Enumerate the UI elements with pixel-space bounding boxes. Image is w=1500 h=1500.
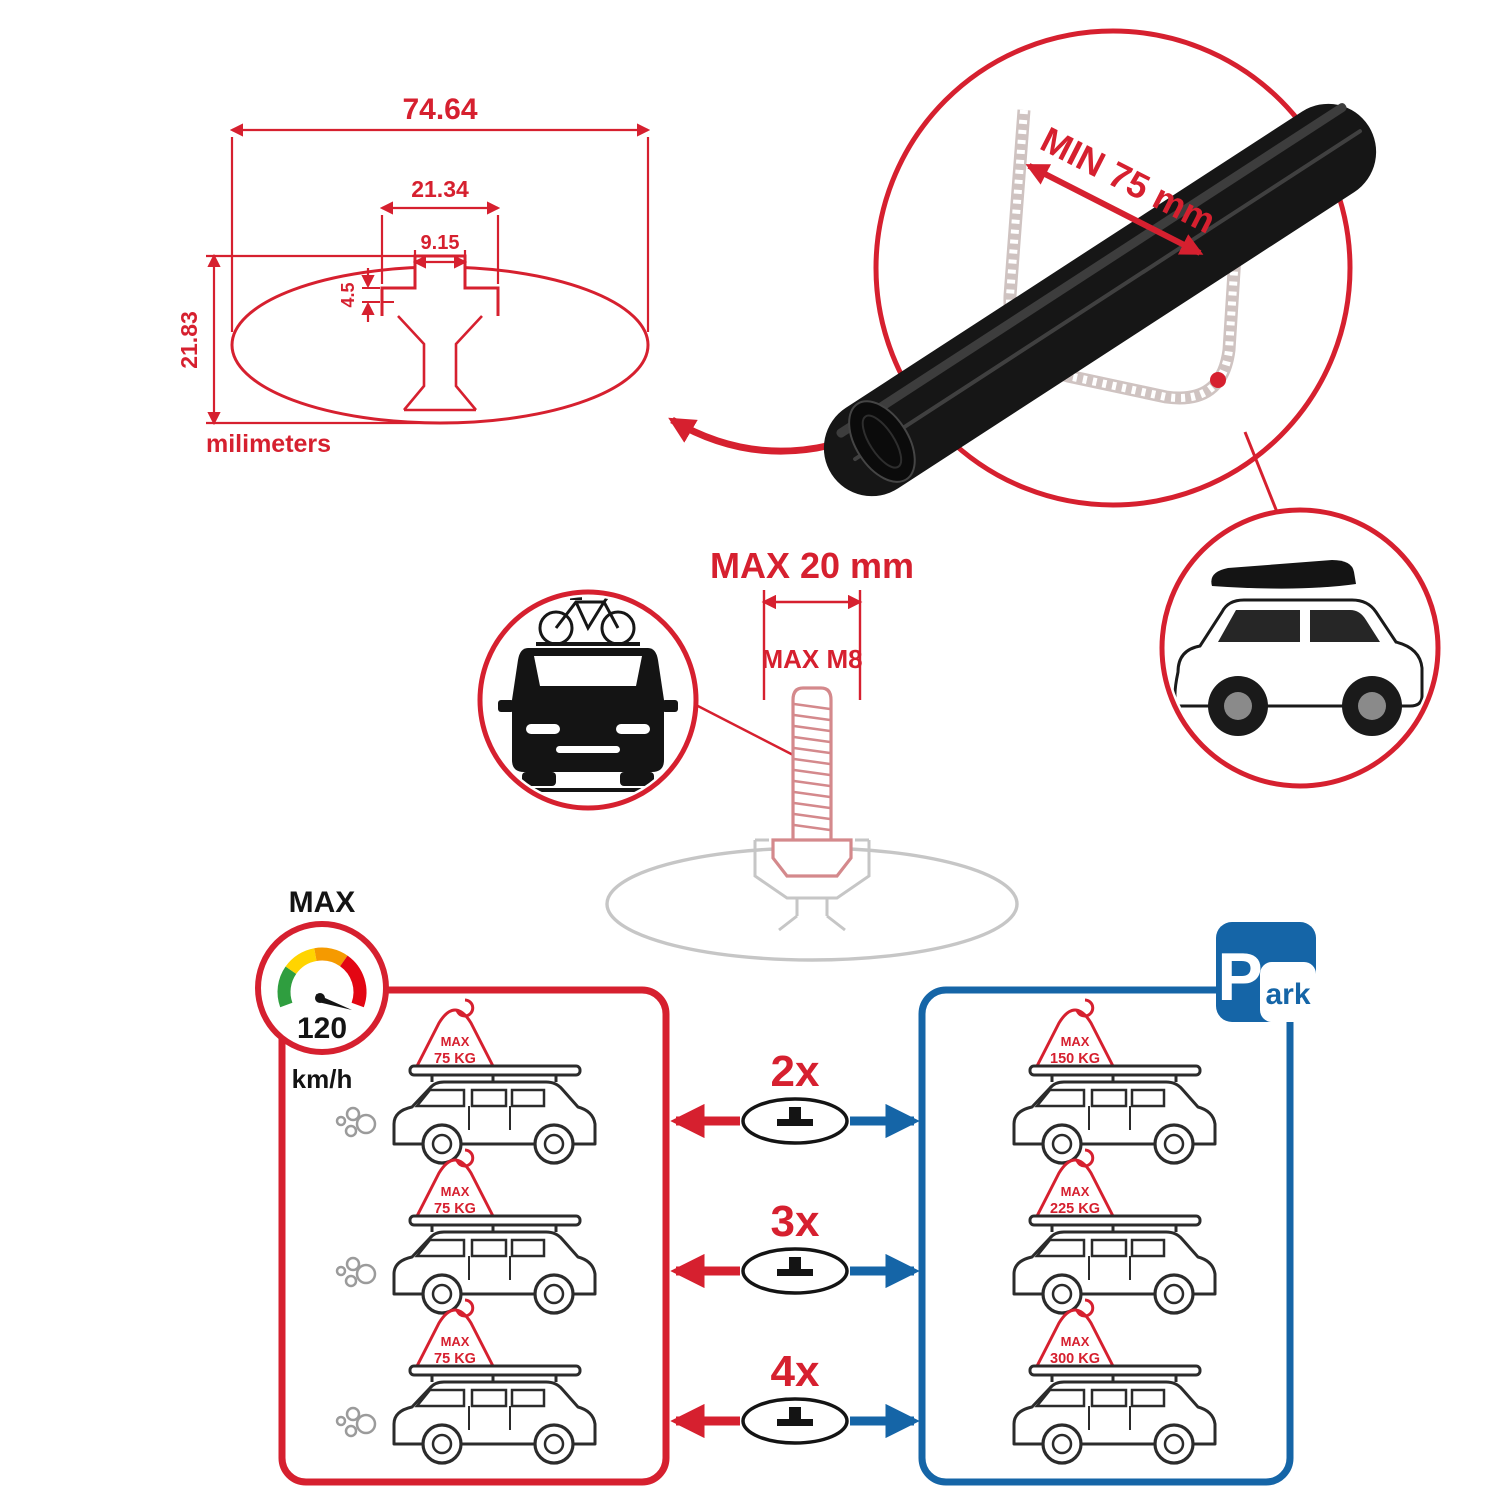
gauge-hub bbox=[315, 993, 325, 1003]
tire-left bbox=[522, 772, 556, 786]
suv-roofbox-illustration bbox=[1173, 560, 1424, 736]
park-panel: MAX 150 KG MAX 225 KG MAX 300 KG P ark bbox=[918, 922, 1316, 1486]
load-tag: MAX 225 KG bbox=[1033, 1148, 1117, 1222]
bolt-threads bbox=[793, 702, 831, 832]
park-suffix: ark bbox=[1265, 978, 1310, 1011]
park-sign-chip bbox=[1260, 962, 1316, 1022]
bolt-t-head bbox=[771, 838, 853, 878]
svg-text:150 KG: 150 KG bbox=[1050, 1051, 1100, 1067]
roof-box bbox=[1211, 560, 1356, 589]
svg-text:225 KG: 225 KG bbox=[1050, 1201, 1100, 1217]
load-tag: MAX 75 KG bbox=[413, 1148, 497, 1222]
speedometer-dial bbox=[255, 921, 389, 1055]
svg-text:MAX: MAX bbox=[1061, 1184, 1090, 1199]
multiplier-label: 4x bbox=[771, 1347, 820, 1396]
svg-text:MAX: MAX bbox=[441, 1034, 470, 1049]
leader-line bbox=[693, 702, 800, 760]
car-front-bike-circle bbox=[477, 589, 699, 811]
load-tag: MAX 75 KG bbox=[413, 998, 497, 1072]
min-span-arrow bbox=[1025, 163, 1204, 256]
max-width-label: MAX 20 mm bbox=[710, 545, 914, 586]
gauge-red bbox=[339, 955, 367, 1008]
speed-limit-panel: MAX 120 km/h MAX 75 KG MAX 75 KG MAX bbox=[255, 886, 670, 1486]
svg-text:75 KG: 75 KG bbox=[434, 1351, 476, 1367]
svg-text:75 KG: 75 KG bbox=[434, 1201, 476, 1217]
speed-max-label: MAX bbox=[289, 886, 356, 919]
svg-text:MAX: MAX bbox=[1061, 1034, 1090, 1049]
multiplier-row-2: 3x bbox=[670, 1197, 920, 1295]
driving-car-row-2: MAX 75 KG bbox=[335, 1148, 597, 1315]
svg-text:300 KG: 300 KG bbox=[1050, 1351, 1100, 1367]
park-letter: P bbox=[1217, 939, 1262, 1015]
ghost-slot-profile bbox=[753, 838, 871, 932]
crossbar-detail-circle: MIN 75 mm bbox=[823, 28, 1377, 513]
dim-channel-width: 21.34 bbox=[411, 176, 469, 202]
dim-total-width: 74.64 bbox=[402, 93, 477, 126]
crossbar-pictogram bbox=[741, 1247, 849, 1295]
headlight-right bbox=[616, 724, 650, 734]
roofbox-suv-circle bbox=[1159, 507, 1441, 789]
dim-slot-width: 9.15 bbox=[421, 232, 460, 254]
multiplier-label: 3x bbox=[771, 1197, 820, 1246]
parked-car-row-1: MAX 150 KG bbox=[1012, 998, 1217, 1165]
bolt-diagram: MAX 20 mm MAX M8 bbox=[605, 545, 1019, 962]
gauge-green bbox=[277, 966, 297, 1008]
units-label: milimeters bbox=[206, 430, 331, 458]
svg-text:MAX: MAX bbox=[441, 1184, 470, 1199]
multiplier-row-1: 2x bbox=[670, 1047, 920, 1145]
dim-total-height: 21.83 bbox=[176, 311, 202, 369]
anchor-dot bbox=[1210, 372, 1226, 388]
driving-car-row-1: MAX 75 KG bbox=[335, 998, 597, 1165]
svg-text:75 KG: 75 KG bbox=[434, 1051, 476, 1067]
load-tag: MAX 150 KG bbox=[1033, 998, 1117, 1072]
crossbar-pictogram bbox=[741, 1097, 849, 1145]
suv-window-rear bbox=[1310, 610, 1380, 642]
multiplier-column: 2x 3x 4x bbox=[670, 1047, 920, 1445]
parked-car-row-3: MAX 300 KG bbox=[1012, 1298, 1217, 1465]
dim-lip-height: 4.5 bbox=[338, 282, 358, 307]
svg-text:MAX: MAX bbox=[441, 1334, 470, 1349]
crossbar-pictogram bbox=[741, 1397, 849, 1445]
speed-unit: km/h bbox=[292, 1064, 353, 1094]
crossbar-3d bbox=[823, 103, 1377, 497]
speedometer: MAX 120 km/h bbox=[255, 886, 389, 1094]
park-sign: P ark bbox=[1216, 922, 1316, 1022]
multiplier-row-3: 4x bbox=[670, 1347, 920, 1445]
headlight-left bbox=[526, 724, 560, 734]
load-tag: MAX 300 KG bbox=[1033, 1298, 1117, 1372]
parked-car-row-2: MAX 225 KG bbox=[1012, 1148, 1217, 1315]
multiplier-label: 2x bbox=[771, 1047, 820, 1096]
speed-value: 120 bbox=[297, 1012, 347, 1045]
t-slot-mask bbox=[382, 256, 498, 316]
inner-adapter-profile bbox=[397, 315, 483, 412]
gauge-yellow bbox=[285, 948, 317, 975]
grille bbox=[556, 746, 620, 753]
mirror-left bbox=[498, 700, 514, 712]
svg-text:MAX: MAX bbox=[1061, 1334, 1090, 1349]
mirror-right bbox=[662, 700, 678, 712]
suv-window-front bbox=[1218, 610, 1300, 642]
load-tag: MAX 75 KG bbox=[413, 1298, 497, 1372]
gauge-orange bbox=[314, 947, 348, 967]
tire-right bbox=[620, 772, 654, 786]
windshield bbox=[534, 656, 642, 686]
circle-connector-line bbox=[1243, 431, 1279, 513]
max-thread-label: MAX M8 bbox=[761, 644, 862, 674]
driving-car-row-3: MAX 75 KG bbox=[335, 1298, 597, 1465]
cross-section-diagram: 74.64 21.34 9.15 4.5 21.83 milimeters bbox=[176, 93, 651, 458]
